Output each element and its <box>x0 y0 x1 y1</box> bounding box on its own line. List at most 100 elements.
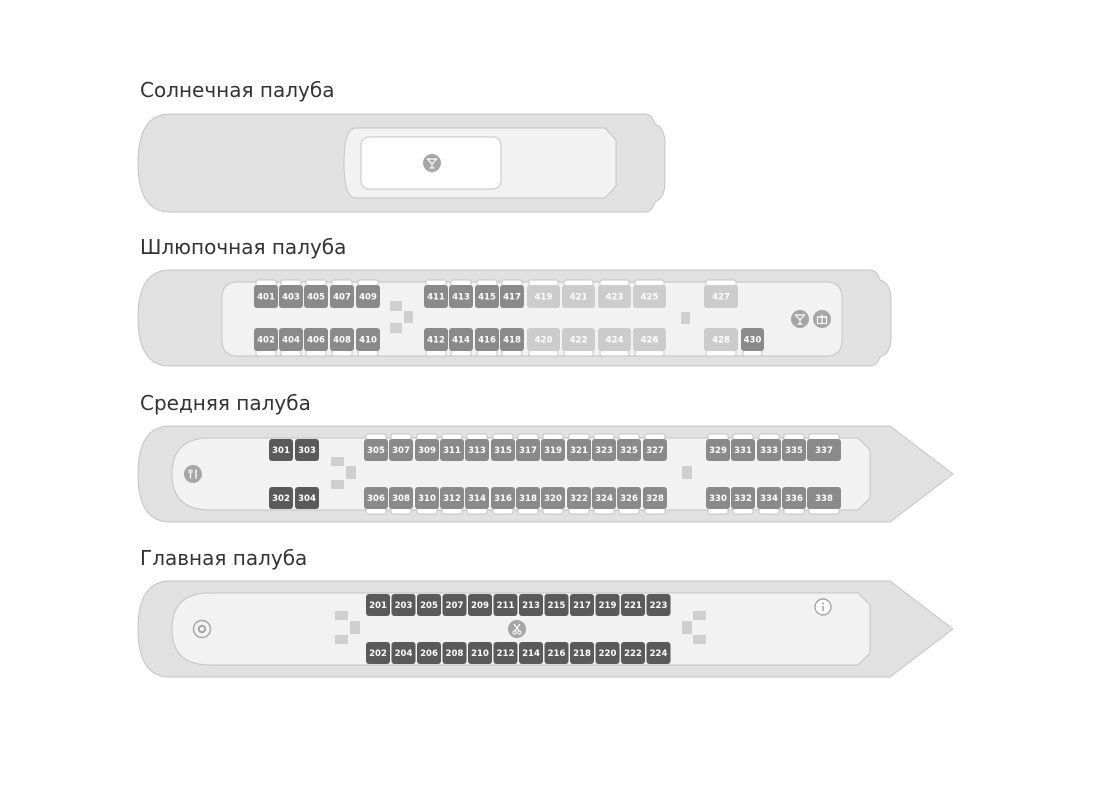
cabin-box[interactable] <box>417 642 441 664</box>
cabin-414[interactable]: 414 <box>449 328 473 357</box>
cabin-428[interactable]: 428 <box>704 328 738 357</box>
cabin-336[interactable]: 336 <box>782 487 806 515</box>
cabin-221[interactable]: 221 <box>621 594 645 616</box>
cabin-337[interactable]: 337 <box>807 433 841 461</box>
cabin-box[interactable] <box>468 594 492 616</box>
cabin-box[interactable] <box>570 642 594 664</box>
cabin-box[interactable] <box>704 328 738 351</box>
cabin-box[interactable] <box>468 642 492 664</box>
cabin-217[interactable]: 217 <box>570 594 594 616</box>
cabin-box[interactable] <box>356 285 380 308</box>
cabin-box[interactable] <box>440 487 464 509</box>
cabin-box[interactable] <box>475 328 499 351</box>
cabin-box[interactable] <box>516 487 540 509</box>
cabin-box[interactable] <box>491 439 515 461</box>
cabin-box[interactable] <box>440 439 464 461</box>
cabin-419[interactable]: 419 <box>527 279 560 308</box>
cabin-430[interactable]: 430 <box>741 328 764 357</box>
cabin-box[interactable] <box>633 285 666 308</box>
cabin-box[interactable] <box>570 594 594 616</box>
cabin-box[interactable] <box>741 328 764 351</box>
cabin-box[interactable] <box>364 487 388 509</box>
cabin-423[interactable]: 423 <box>598 279 631 308</box>
cabin-214[interactable]: 214 <box>519 642 543 664</box>
cabin-box[interactable] <box>592 487 616 509</box>
cabin-box[interactable] <box>254 328 278 351</box>
cabin-204[interactable]: 204 <box>391 642 416 664</box>
cabin-box[interactable] <box>757 439 781 461</box>
cabin-402[interactable]: 402 <box>254 328 278 357</box>
cabin-box[interactable] <box>500 285 524 308</box>
cabin-206[interactable]: 206 <box>417 642 441 664</box>
cabin-304[interactable]: 304 <box>295 487 319 509</box>
cabin-box[interactable] <box>731 439 755 461</box>
cabin-209[interactable]: 209 <box>468 594 492 616</box>
cabin-416[interactable]: 416 <box>475 328 499 357</box>
cabin-box[interactable] <box>391 642 416 664</box>
cabin-409[interactable]: 409 <box>356 279 380 308</box>
cabin-420[interactable]: 420 <box>527 328 560 357</box>
cabin-box[interactable] <box>330 328 354 351</box>
cabin-box[interactable] <box>527 285 560 308</box>
cabin-320[interactable]: 320 <box>541 487 565 515</box>
cabin-401[interactable]: 401 <box>254 279 278 308</box>
cabin-box[interactable] <box>633 328 666 351</box>
cabin-301[interactable]: 301 <box>269 439 293 461</box>
cabin-422[interactable]: 422 <box>562 328 595 357</box>
cabin-box[interactable] <box>646 642 671 664</box>
cabin-box[interactable] <box>500 328 524 351</box>
cabin-box[interactable] <box>415 439 439 461</box>
cabin-208[interactable]: 208 <box>442 642 467 664</box>
cabin-223[interactable]: 223 <box>646 594 671 616</box>
cabin-212[interactable]: 212 <box>493 642 518 664</box>
cabin-308[interactable]: 308 <box>389 487 413 515</box>
cabin-310[interactable]: 310 <box>415 487 439 515</box>
cabin-421[interactable]: 421 <box>562 279 595 308</box>
cabin-box[interactable] <box>366 594 390 616</box>
cabin-box[interactable] <box>279 328 303 351</box>
cabin-box[interactable] <box>544 642 569 664</box>
cabin-box[interactable] <box>595 642 620 664</box>
cabin-box[interactable] <box>269 439 293 461</box>
cabin-box[interactable] <box>449 328 473 351</box>
cabin-box[interactable] <box>567 487 591 509</box>
cabin-box[interactable] <box>527 328 560 351</box>
cabin-321[interactable]: 321 <box>567 433 591 461</box>
cabin-335[interactable]: 335 <box>782 433 806 461</box>
cabin-box[interactable] <box>465 439 489 461</box>
cabin-426[interactable]: 426 <box>633 328 666 357</box>
cabin-box[interactable] <box>617 439 641 461</box>
cabin-box[interactable] <box>493 642 518 664</box>
cabin-220[interactable]: 220 <box>595 642 620 664</box>
cabin-box[interactable] <box>706 487 730 509</box>
cabin-box[interactable] <box>617 487 641 509</box>
cabin-413[interactable]: 413 <box>449 279 473 308</box>
cabin-box[interactable] <box>541 439 565 461</box>
cabin-312[interactable]: 312 <box>440 487 464 515</box>
cabin-box[interactable] <box>269 487 293 509</box>
cabin-box[interactable] <box>304 328 328 351</box>
cabin-334[interactable]: 334 <box>757 487 781 515</box>
cabin-203[interactable]: 203 <box>391 594 416 616</box>
cabin-327[interactable]: 327 <box>643 433 667 461</box>
cabin-207[interactable]: 207 <box>442 594 467 616</box>
cabin-326[interactable]: 326 <box>617 487 641 515</box>
cabin-210[interactable]: 210 <box>468 642 492 664</box>
cabin-box[interactable] <box>493 594 518 616</box>
cabin-box[interactable] <box>595 594 620 616</box>
cabin-box[interactable] <box>424 285 448 308</box>
cabin-box[interactable] <box>254 285 278 308</box>
cabin-412[interactable]: 412 <box>424 328 448 357</box>
cabin-205[interactable]: 205 <box>417 594 441 616</box>
cabin-box[interactable] <box>516 439 540 461</box>
cabin-box[interactable] <box>366 642 390 664</box>
cabin-316[interactable]: 316 <box>491 487 515 515</box>
cabin-box[interactable] <box>389 487 413 509</box>
cabin-302[interactable]: 302 <box>269 487 293 509</box>
cabin-202[interactable]: 202 <box>366 642 390 664</box>
cabin-box[interactable] <box>519 594 543 616</box>
cabin-201[interactable]: 201 <box>366 594 390 616</box>
cabin-218[interactable]: 218 <box>570 642 594 664</box>
cabin-box[interactable] <box>807 439 841 461</box>
cabin-427[interactable]: 427 <box>704 279 738 308</box>
